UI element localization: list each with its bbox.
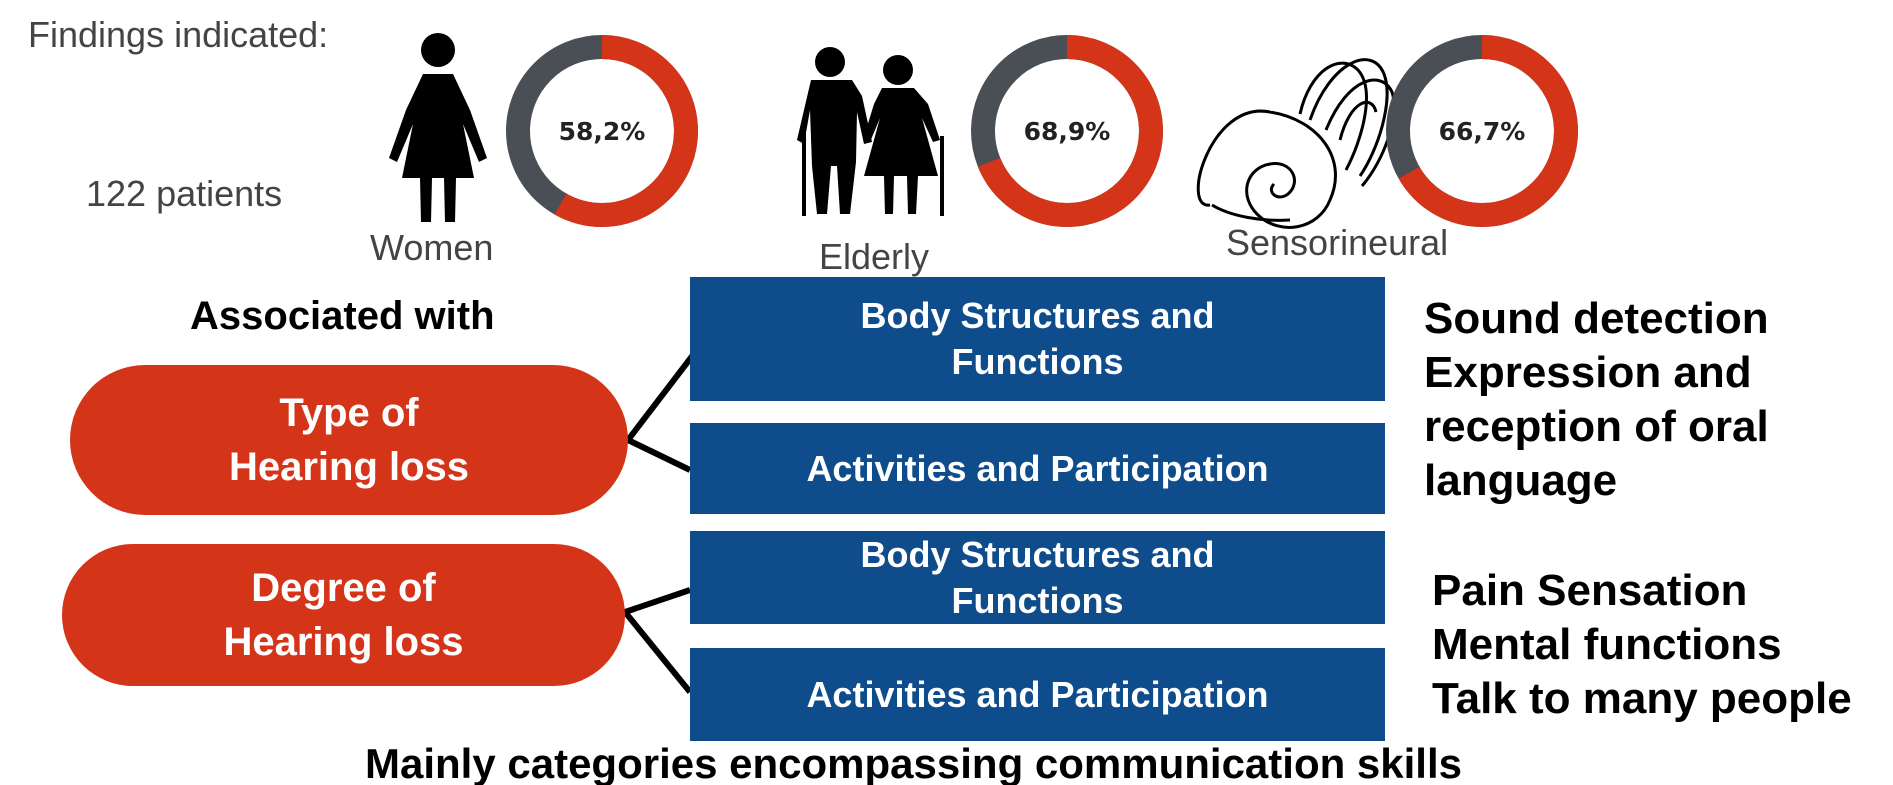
stat-label-sensorineural: Sensorineural [1226, 222, 1449, 263]
donut-label-women: 58,2% [559, 117, 646, 146]
factor-degree-line1: Degree of [251, 566, 436, 610]
factor-type-line2: Hearing loss [228, 445, 470, 489]
domain-box-line1: Activities and Participation [806, 673, 1269, 715]
factor-degree-line2: Hearing loss [223, 620, 464, 664]
findings-label: Findings indicated: [28, 14, 329, 55]
associated-with-label: Associated with [190, 294, 495, 338]
domain-box-line1: Body Structures and [860, 533, 1215, 575]
donut-chart-elderly: 68,9% [971, 35, 1163, 227]
domain-box-body-structures-degree: Body Structures and Functions [690, 531, 1385, 624]
domain-box-activities-degree: Activities and Participation [690, 648, 1385, 741]
domain-box-line1: Body Structures and [860, 295, 1215, 336]
stat-label-women: Women [370, 227, 494, 268]
donut-chart-women: 58,2% [506, 35, 698, 227]
cochlea-icon [1196, 58, 1396, 229]
outcomes-type-list: Sound detection Expression and reception… [1424, 292, 1769, 508]
outcome-item: Pain Sensation [1432, 566, 1748, 615]
outcome-item: reception of oral [1424, 402, 1769, 451]
domain-box-activities-type: Activities and Participation [690, 423, 1385, 514]
donut-label-sensorineural: 66,7% [1439, 117, 1526, 146]
domain-box-line1: Activities and Participation [806, 447, 1269, 489]
outcome-item: Expression and [1424, 348, 1752, 397]
footer-summary: Mainly categories encompassing communica… [365, 740, 1463, 785]
patients-count: 122 patients [86, 173, 283, 214]
outcome-item: Talk to many people [1432, 674, 1852, 723]
factor-type-line1: Type of [279, 391, 419, 435]
domain-box-line2: Functions [951, 341, 1124, 382]
donut-label-elderly: 68,9% [1024, 117, 1111, 146]
outcome-item: Sound detection [1424, 294, 1769, 343]
factor-degree-of-hearing-loss: Degree of Hearing loss [62, 544, 625, 686]
donut-chart-sensorineural: 66,7% [1386, 35, 1578, 227]
domain-box-line2: Functions [951, 579, 1124, 621]
connector-lines [619, 353, 696, 694]
factor-type-of-hearing-loss: Type of Hearing loss [70, 365, 628, 515]
outcomes-degree-list: Pain Sensation Mental functions Talk to … [1432, 564, 1852, 726]
stat-label-elderly: Elderly [819, 236, 930, 277]
elderly-couple-icon [797, 47, 944, 216]
outcome-item: Mental functions [1432, 620, 1782, 669]
woman-icon [389, 33, 487, 222]
domain-box-body-structures-type: Body Structures and Functions [690, 277, 1385, 401]
outcome-item: language [1424, 456, 1618, 505]
